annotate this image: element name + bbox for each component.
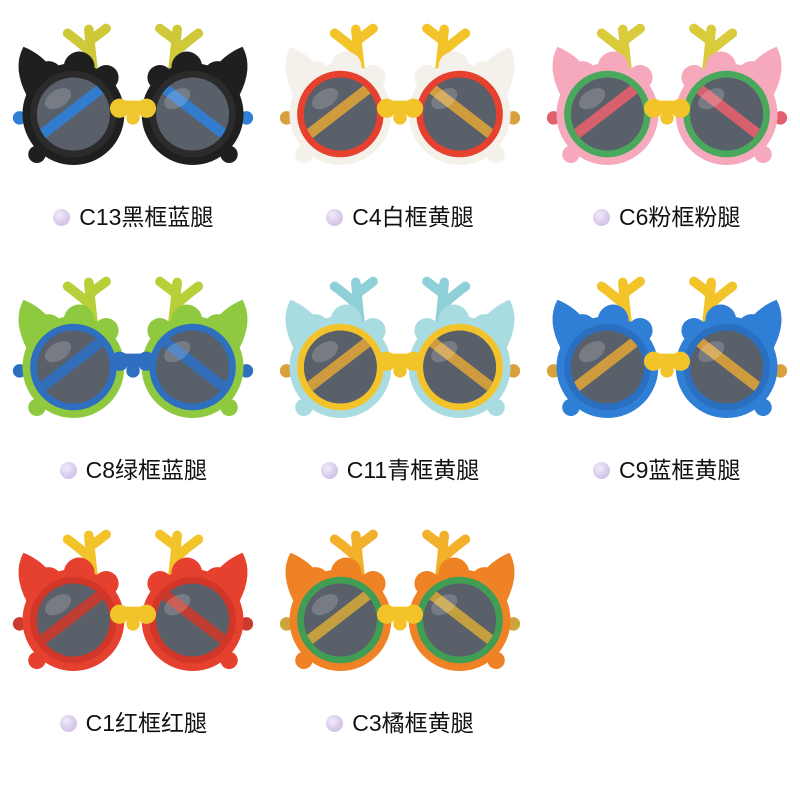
variant-cell-c8: C8绿框蓝腿 xyxy=(0,259,267,508)
variant-label: C8绿框蓝腿 xyxy=(85,457,208,483)
variant-caption: C9蓝框黄腿 xyxy=(592,457,741,483)
variant-caption: C11青框黄腿 xyxy=(320,457,480,483)
sunglasses-image xyxy=(542,269,792,442)
sunglasses-image xyxy=(8,16,258,189)
variant-cell-c3: C3橘框黄腿 xyxy=(267,512,534,761)
sunglasses-image xyxy=(275,16,525,189)
sunglasses-image xyxy=(275,269,525,442)
bullet-dot-icon xyxy=(326,715,344,732)
variant-label: C9蓝框黄腿 xyxy=(618,457,741,483)
variant-caption: C13黑框蓝腿 xyxy=(53,206,213,229)
bullet-dot-icon xyxy=(59,715,77,732)
bullet-dot-icon xyxy=(326,209,344,226)
variant-cell-c4: C4白框黄腿 xyxy=(267,6,534,255)
variant-photo[interactable] xyxy=(8,520,258,696)
bullet-dot-icon xyxy=(320,462,338,479)
variant-label: C4白框黄腿 xyxy=(352,204,474,230)
sunglasses-image xyxy=(8,269,258,442)
variant-photo[interactable] xyxy=(8,267,258,443)
variant-caption: C8绿框蓝腿 xyxy=(59,457,208,483)
bullet-dot-icon xyxy=(53,209,71,226)
bullet-dot-icon xyxy=(592,462,610,479)
sunglasses-image xyxy=(542,16,792,189)
product-variant-page: C13黑框蓝腿 C4白框黄腿 C6粉框粉腿 xyxy=(0,0,800,761)
bullet-dot-icon xyxy=(59,462,77,479)
variant-caption: C1红框红腿 xyxy=(59,710,208,736)
variant-label: C1红框红腿 xyxy=(85,710,208,736)
variant-photo[interactable] xyxy=(275,520,525,696)
bullet-dot-icon xyxy=(592,209,610,226)
variant-label: C3橘框黄腿 xyxy=(352,710,474,736)
variant-cell-c11: C11青框黄腿 xyxy=(267,259,534,508)
variant-label: C11青框黄腿 xyxy=(346,457,480,483)
sunglasses-image xyxy=(275,522,525,695)
variant-photo[interactable] xyxy=(275,267,525,443)
sunglasses-image xyxy=(8,522,258,695)
variant-cell-c13: C13黑框蓝腿 xyxy=(0,6,267,255)
variant-caption: C3橘框黄腿 xyxy=(326,710,474,736)
variant-label: C13黑框蓝腿 xyxy=(79,204,214,230)
variant-photo[interactable] xyxy=(275,14,525,190)
variant-caption: C4白框黄腿 xyxy=(326,204,474,230)
product-variant-grid: C13黑框蓝腿 C4白框黄腿 C6粉框粉腿 xyxy=(0,6,800,761)
variant-cell-c9: C9蓝框黄腿 xyxy=(533,259,800,508)
variant-cell-c1: C1红框红腿 xyxy=(0,512,267,761)
variant-photo[interactable] xyxy=(8,14,258,190)
variant-caption: C6粉框粉腿 xyxy=(592,204,741,230)
variant-label: C6粉框粉腿 xyxy=(618,204,741,230)
variant-photo[interactable] xyxy=(542,267,792,443)
variant-photo[interactable] xyxy=(542,14,792,190)
variant-cell-c6: C6粉框粉腿 xyxy=(533,6,800,255)
